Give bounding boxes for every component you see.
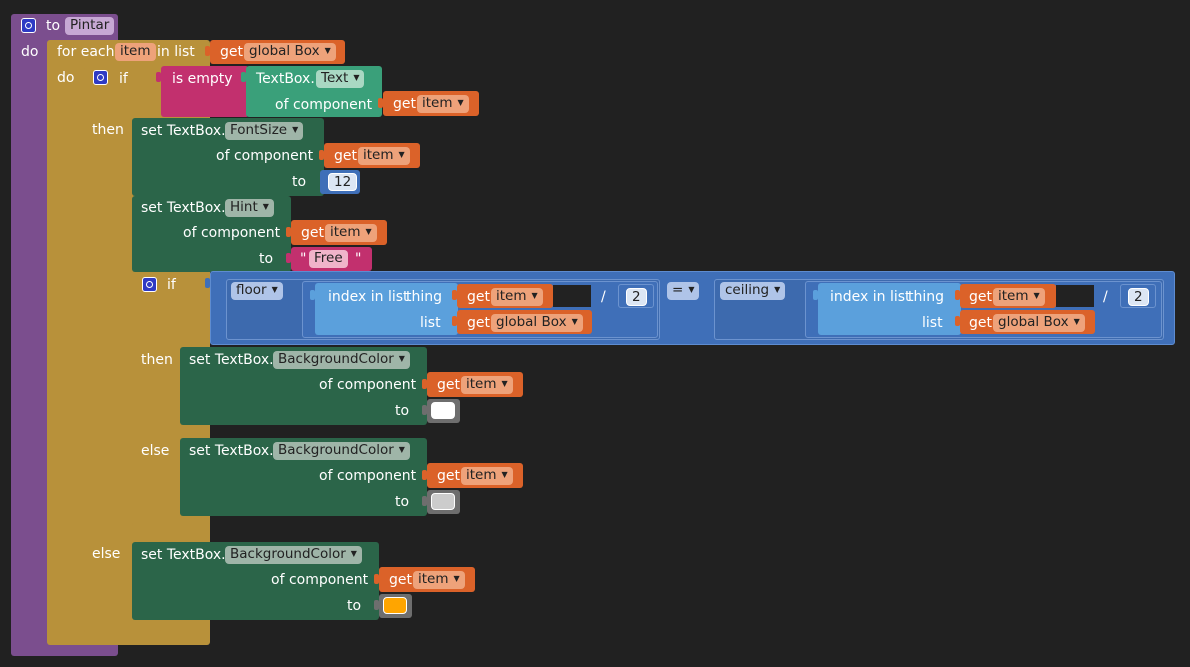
chevron-down-icon: ▼ xyxy=(501,379,508,388)
variable-dropdown[interactable]: global Box▼ xyxy=(993,314,1085,332)
property-dropdown[interactable]: Hint▼ xyxy=(225,199,274,217)
chevron-down-icon: ▼ xyxy=(292,125,299,134)
mutator-gear-icon[interactable] xyxy=(142,277,157,292)
mutator-gear-icon[interactable] xyxy=(21,18,36,33)
chevron-down-icon: ▼ xyxy=(774,285,781,294)
variable-dropdown[interactable]: global Box▼ xyxy=(491,314,583,332)
chevron-down-icon: ▼ xyxy=(350,549,357,558)
property-dropdown[interactable]: FontSize▼ xyxy=(225,122,304,140)
chevron-down-icon: ▼ xyxy=(453,574,460,583)
chevron-down-icon: ▼ xyxy=(398,445,405,454)
variable-dropdown[interactable]: item▼ xyxy=(461,467,513,485)
rounding-dropdown[interactable]: floor▼ xyxy=(231,282,283,300)
variable-dropdown[interactable]: item▼ xyxy=(413,571,465,589)
number-field[interactable]: 12 xyxy=(328,173,358,191)
color-swatch[interactable] xyxy=(383,597,407,614)
number-field[interactable]: 2 xyxy=(1128,288,1149,306)
chevron-down-icon: ▼ xyxy=(1073,317,1080,326)
for-each-label: for each xyxy=(57,44,115,60)
rounding-dropdown[interactable]: ceiling▼ xyxy=(720,282,786,300)
is-empty-block[interactable] xyxy=(161,66,249,117)
chevron-down-icon: ▼ xyxy=(271,285,278,294)
else-label: else xyxy=(92,546,121,562)
property-dropdown[interactable]: BackgroundColor▼ xyxy=(273,351,410,369)
variable-dropdown[interactable]: item▼ xyxy=(358,147,410,165)
variable-dropdown[interactable]: item▼ xyxy=(325,224,377,242)
chevron-down-icon: ▼ xyxy=(398,150,405,159)
divide-operator: / xyxy=(601,289,606,305)
chevron-down-icon: ▼ xyxy=(353,73,360,82)
color-swatch[interactable] xyxy=(431,493,455,510)
mutator-gear-icon[interactable] xyxy=(93,70,108,85)
chevron-down-icon: ▼ xyxy=(688,285,695,294)
divide-operator: / xyxy=(1103,289,1108,305)
property-dropdown[interactable]: BackgroundColor▼ xyxy=(225,546,362,564)
property-dropdown[interactable]: BackgroundColor▼ xyxy=(273,442,410,460)
chevron-down-icon: ▼ xyxy=(262,202,269,211)
for-each-do-label: do xyxy=(57,70,75,86)
procedure-do-label: do xyxy=(21,44,39,60)
property-dropdown[interactable]: Text▼ xyxy=(316,70,365,88)
compare-operator-dropdown[interactable]: =▼ xyxy=(667,282,700,300)
variable-dropdown[interactable]: item▼ xyxy=(461,376,513,394)
variable-dropdown[interactable]: item▼ xyxy=(417,95,469,113)
in-list-label: in list xyxy=(157,44,195,60)
for-each-variable-field[interactable]: item xyxy=(115,43,156,61)
chevron-down-icon: ▼ xyxy=(571,317,578,326)
chevron-down-icon: ▼ xyxy=(365,227,372,236)
is-empty-label: is empty xyxy=(172,71,233,87)
chevron-down-icon: ▼ xyxy=(1033,291,1040,300)
number-field[interactable]: 2 xyxy=(626,288,647,306)
if-label: if xyxy=(119,71,128,87)
procedure-to-label: to xyxy=(46,18,61,34)
index-in-list-block[interactable] xyxy=(818,283,961,335)
chevron-down-icon: ▼ xyxy=(501,470,508,479)
variable-dropdown[interactable]: item▼ xyxy=(491,288,543,306)
chevron-down-icon: ▼ xyxy=(398,354,405,363)
variable-dropdown[interactable]: item▼ xyxy=(993,288,1045,306)
index-in-list-block[interactable] xyxy=(315,283,458,335)
chevron-down-icon: ▼ xyxy=(324,46,331,55)
color-swatch[interactable] xyxy=(431,402,455,419)
chevron-down-icon: ▼ xyxy=(457,98,464,107)
then-label: then xyxy=(92,122,124,138)
string-field[interactable]: Free xyxy=(309,250,348,268)
procedure-name-field[interactable]: Pintar xyxy=(65,17,115,35)
variable-dropdown[interactable]: global Box▼ xyxy=(244,43,336,61)
chevron-down-icon: ▼ xyxy=(531,291,538,300)
